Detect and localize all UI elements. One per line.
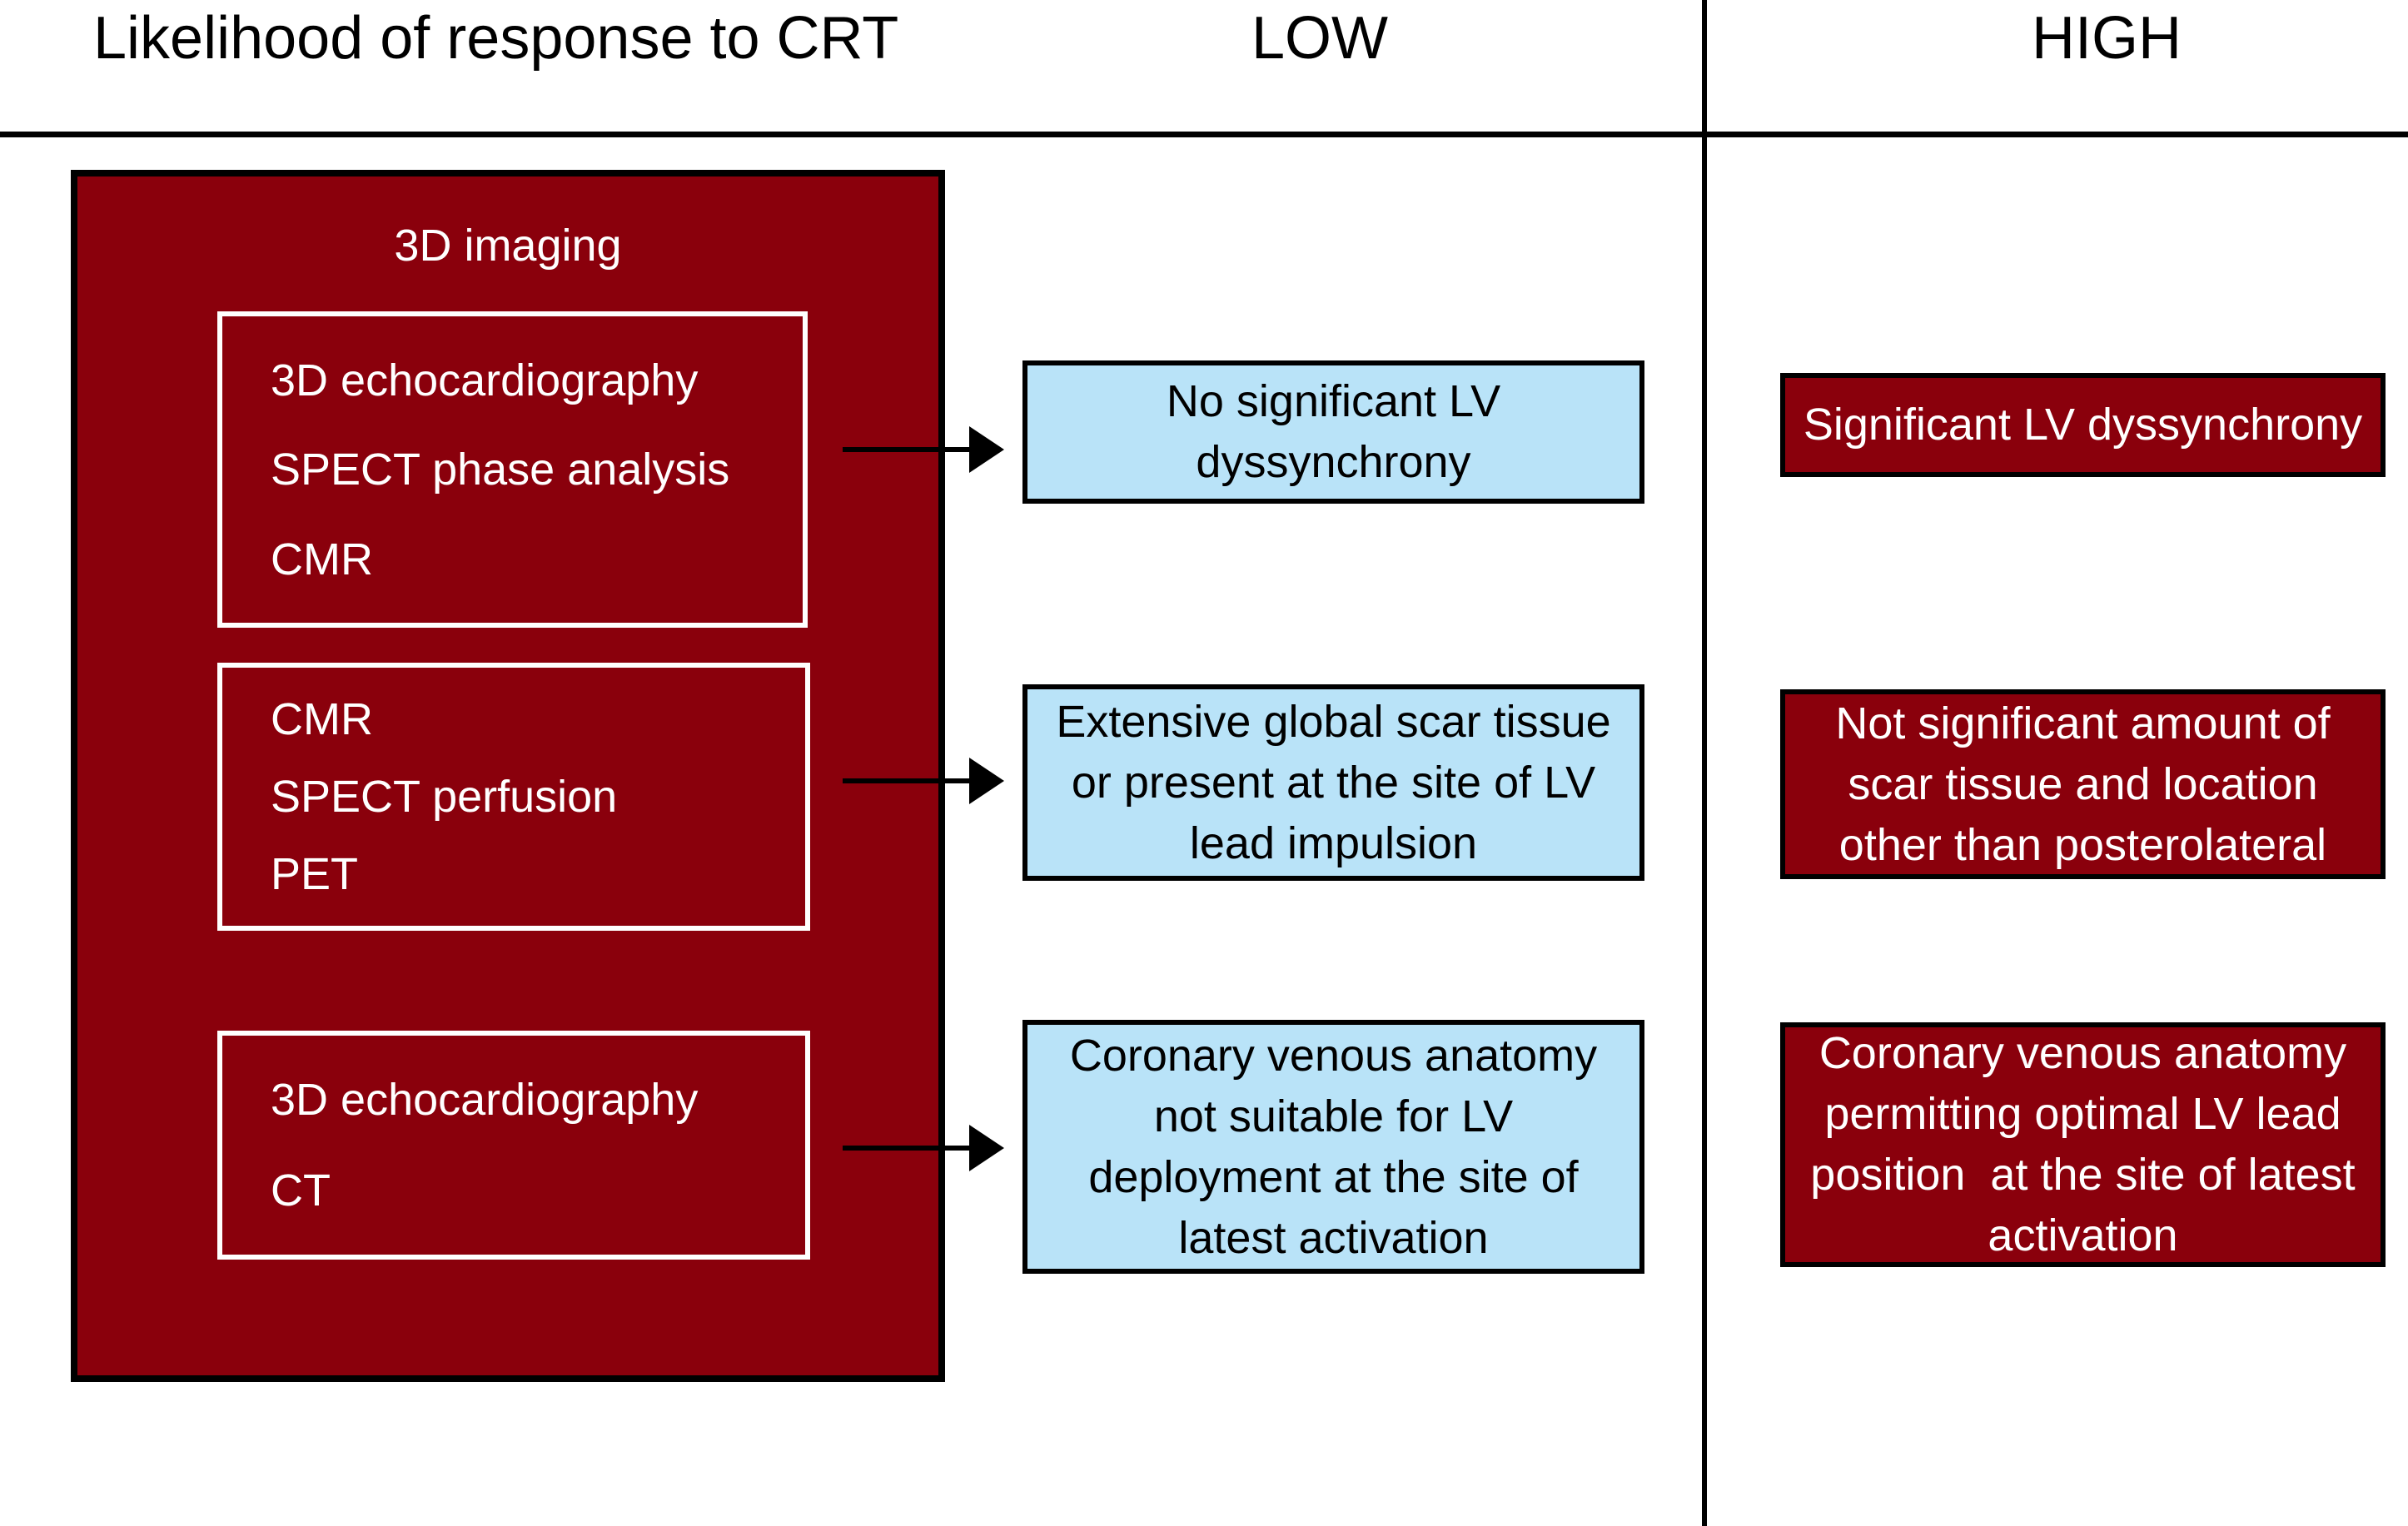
low-high-divider-line xyxy=(1702,0,1707,1526)
high-outcome-dyssynchrony: Significant LV dyssynchrony xyxy=(1780,373,2386,477)
low-outcome-venous-anatomy: Coronary venous anatomy not suitable for… xyxy=(1022,1020,1644,1274)
modality-group-dyssynchrony: 3D echocardiography SPECT phase analysis… xyxy=(217,311,808,628)
modality-group-venous-anatomy: 3D echocardiography CT xyxy=(217,1031,810,1260)
modality-item: 3D echocardiography xyxy=(271,355,699,405)
modality-group-scar: CMR SPECT perfusion PET xyxy=(217,663,810,931)
low-outcome-dyssynchrony: No significant LV dyssynchrony xyxy=(1022,360,1644,504)
modality-item: 3D echocardiography xyxy=(271,1075,699,1126)
modality-item: SPECT perfusion xyxy=(271,772,618,822)
arrow-shaft xyxy=(843,778,969,783)
column-header-high: HIGH xyxy=(2032,5,2182,72)
arrow-head xyxy=(969,758,1004,804)
high-outcome-venous-anatomy: Coronary venous anatomy permitting optim… xyxy=(1780,1022,2386,1267)
modality-item: PET xyxy=(271,849,359,899)
imaging-panel: 3D imaging 3D echocardiography SPECT pha… xyxy=(71,170,945,1382)
low-outcome-scar: Extensive global scar tissue or present … xyxy=(1022,684,1644,881)
right-arrow-icon xyxy=(843,1125,1004,1171)
arrow-head xyxy=(969,426,1004,473)
right-arrow-icon xyxy=(843,758,1004,804)
page-title: Likelihood of response to CRT xyxy=(93,5,899,72)
modality-item: CMR xyxy=(271,694,373,744)
arrow-shaft xyxy=(843,1146,969,1151)
imaging-panel-title: 3D imaging xyxy=(394,221,622,271)
right-arrow-icon xyxy=(843,426,1004,473)
arrow-head xyxy=(969,1125,1004,1171)
arrow-shaft xyxy=(843,447,969,452)
column-header-low: LOW xyxy=(1251,5,1388,72)
high-outcome-scar: Not significant amount of scar tissue an… xyxy=(1780,689,2386,879)
header-divider-line xyxy=(0,132,2408,137)
modality-item: CMR xyxy=(271,534,373,584)
modality-item: SPECT phase analysis xyxy=(271,445,730,495)
modality-item: CT xyxy=(271,1165,331,1215)
